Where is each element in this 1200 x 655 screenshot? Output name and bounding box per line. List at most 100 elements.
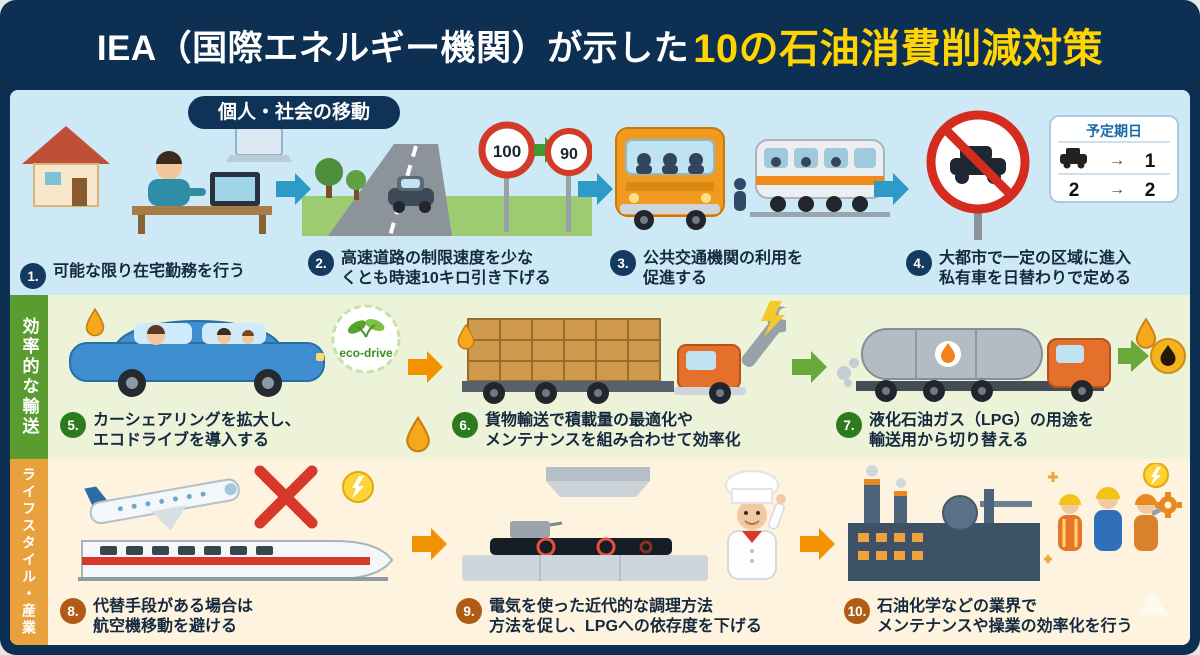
lightning-icon xyxy=(761,301,785,337)
oil-drop-icon xyxy=(1135,317,1157,349)
caption-6: 6. 貨物輸送で積載量の最適化や メンテナンスを組み合わせて効率化 xyxy=(452,411,788,451)
speed-100-label: 100 xyxy=(493,142,521,161)
flow-arrow-icon xyxy=(412,528,447,560)
caption-5: 5. カーシェアリングを拡大し、 エコドライブを導入する xyxy=(60,411,404,451)
house-icon xyxy=(22,126,110,207)
worker-figures xyxy=(1058,487,1171,551)
cargo-truck-icon xyxy=(462,318,746,404)
chef-figure xyxy=(725,470,786,580)
lpg-truck-icon xyxy=(837,328,1111,402)
flow-arrow-icon xyxy=(874,173,909,205)
panel-3: 3. 公共交通機関の利用を 促進する xyxy=(604,112,894,293)
panel-1: 1. 可能な限り在宅勤務を行う xyxy=(14,112,296,293)
flow-arrow-icon xyxy=(276,173,311,205)
step-text: 公共交通機関の利用を 促進する xyxy=(643,250,804,287)
cross-mark-icon xyxy=(254,465,318,529)
caption-7: 7. 液化石油ガス（LPG）の用途を 輸送用から切り替える xyxy=(836,411,1184,451)
flow-arrow-icon xyxy=(408,351,443,383)
step-number-badge: 10. xyxy=(844,598,870,624)
schedule-value: 2 xyxy=(1145,180,1156,201)
shared-car-icon xyxy=(69,320,325,397)
oil-drop-badge xyxy=(1150,338,1186,374)
row1-section-tag: 個人・社会の移動 xyxy=(188,96,401,129)
speed-90-label: 90 xyxy=(560,146,578,163)
step-text: カーシェアリングを拡大し、 エコドライブを導入する xyxy=(93,412,301,449)
factory-icon xyxy=(848,465,1040,581)
step-number-badge: 4. xyxy=(906,250,932,276)
person-at-desk xyxy=(132,151,272,234)
freight-truck-illustration xyxy=(462,301,786,404)
row-efficient-transport: 効率的な輸送 xyxy=(10,295,1190,459)
step-number-badge: 3. xyxy=(610,250,636,276)
panel-5: eco-drive 5. カーシェアリングを拡大し、 エコドライブを導入する xyxy=(54,299,406,455)
schedule-value: 1 xyxy=(1145,151,1156,172)
laptop-icon xyxy=(226,127,292,162)
passenger-figure xyxy=(734,178,746,211)
step-number-badge: 6. xyxy=(452,412,478,438)
watermark-triangle xyxy=(1138,590,1168,615)
caption-4: 4. 大都市で一定の区域に進入 私有車を日替わりで定める xyxy=(906,249,1186,289)
caption-9: 9. 電気を使った近代的な調理方法 方法を促し、LPGへの依存度を下げる xyxy=(456,597,796,637)
car-icon xyxy=(388,176,434,213)
step-text: 貨物輸送で積載量の最適化や メンテナンスを組み合わせて効率化 xyxy=(485,412,741,449)
public-transport-illustration xyxy=(615,127,890,230)
step-text: 高速道路の制限速度を少な くとも時速10キロ引き下げる xyxy=(341,250,551,287)
panel-8: 8. 代替手段がある場合は 航空機移動を避ける xyxy=(54,463,410,641)
schedule-value: 2 xyxy=(1069,180,1080,201)
switch-arrow-icon xyxy=(1118,340,1149,372)
step-text: 石油化学などの業界で メンテナンスや操業の効率化を行う xyxy=(877,598,1133,635)
step-text: 代替手段がある場合は 航空機移動を避ける xyxy=(93,598,254,635)
content-area: 個人・社会の移動 xyxy=(10,90,1190,645)
step-number-badge: 8. xyxy=(60,598,86,624)
row2-section-label: 効率的な輸送 xyxy=(10,295,48,459)
oil-drop-icon xyxy=(406,415,430,453)
eco-drive-badge: eco-drive xyxy=(331,304,401,374)
oil-drop-icon xyxy=(85,307,105,337)
row3-section-label: ライフスタイル・産業 xyxy=(10,459,48,645)
no-cars-sign-icon xyxy=(926,110,1030,240)
wrench-icon xyxy=(741,306,786,367)
panel-9: 9. 電気を使った近代的な調理方法 方法を促し、LPGへの依存度を下げる xyxy=(450,463,798,641)
train-icon xyxy=(750,139,890,217)
road xyxy=(328,144,452,236)
highway-illustration: 100 90 xyxy=(302,121,592,236)
speed-limit-signs: 100 90 xyxy=(478,121,592,232)
flow-arrow-icon xyxy=(792,351,827,383)
panel-10: 10. 石油化学などの業界で メンテナンスや操業の効率化を行う xyxy=(838,463,1184,641)
schedule-title: 予定期日 xyxy=(1086,123,1142,139)
title-bar: IEA（国際エネルギー機関）が示した 10の石油消費削減対策 xyxy=(0,0,1200,90)
step-number-badge: 2. xyxy=(308,250,334,276)
lpg-tanker-illustration xyxy=(837,328,1186,402)
step-number-badge: 5. xyxy=(60,412,86,438)
step-text: 液化石油ガス（LPG）の用途を 輸送用から切り替える xyxy=(869,412,1094,449)
range-hood-icon xyxy=(546,467,650,497)
step-number-badge: 1. xyxy=(20,263,46,289)
caption-8: 8. 代替手段がある場合は 航空機移動を避ける xyxy=(60,597,408,637)
shinkansen-icon xyxy=(78,540,394,581)
step-text: 大都市で一定の区域に進入 私有車を日替わりで定める xyxy=(939,250,1132,287)
title-prefix: IEA（国際エネルギー機関）が示した xyxy=(96,28,690,68)
lightning-badge-icon xyxy=(342,471,374,503)
panel-2: 100 90 2. 高速道路の制限速度を少な くとも時速10キロ引き下げる xyxy=(302,112,598,293)
caption-3: 3. 公共交通機関の利用を 促進する xyxy=(610,249,892,289)
panel-6: 6. 貨物輸送で積載量の最適化や メンテナンスを組み合わせて効率化 xyxy=(446,299,790,455)
step-text: 電気を使った近代的な調理方法 方法を促し、LPGへの依存度を下げる xyxy=(489,598,762,635)
induction-stove-icon xyxy=(462,521,708,581)
electric-cooking-illustration xyxy=(462,467,786,581)
schedule-arrow: → xyxy=(1109,152,1125,169)
bus-icon xyxy=(615,127,725,230)
step-number-badge: 9. xyxy=(456,598,482,624)
panel-7: 7. 液化石油ガス（LPG）の用途を 輸送用から切り替える xyxy=(830,299,1186,455)
caption-10: 10. 石油化学などの業界で メンテナンスや操業の効率化を行う xyxy=(844,597,1182,637)
title-highlight: 10の石油消費削減対策 xyxy=(693,27,1104,71)
car-restriction-illustration: 予定期日 → 1 2 → 2 xyxy=(926,110,1179,240)
panel-4: 予定期日 → 1 2 → 2 4. 大都市で一定の区 xyxy=(900,104,1188,293)
tree-icons xyxy=(315,158,366,200)
carshare-illustration: eco-drive xyxy=(69,304,401,397)
oil-drop-icon xyxy=(457,323,475,350)
energy-icons xyxy=(1044,463,1182,563)
caption-2: 2. 高速道路の制限速度を少な くとも時速10キロ引き下げる xyxy=(308,249,596,289)
schedule-arrow: → xyxy=(1109,181,1125,198)
step-text: 可能な限り在宅勤務を行う xyxy=(53,263,246,280)
